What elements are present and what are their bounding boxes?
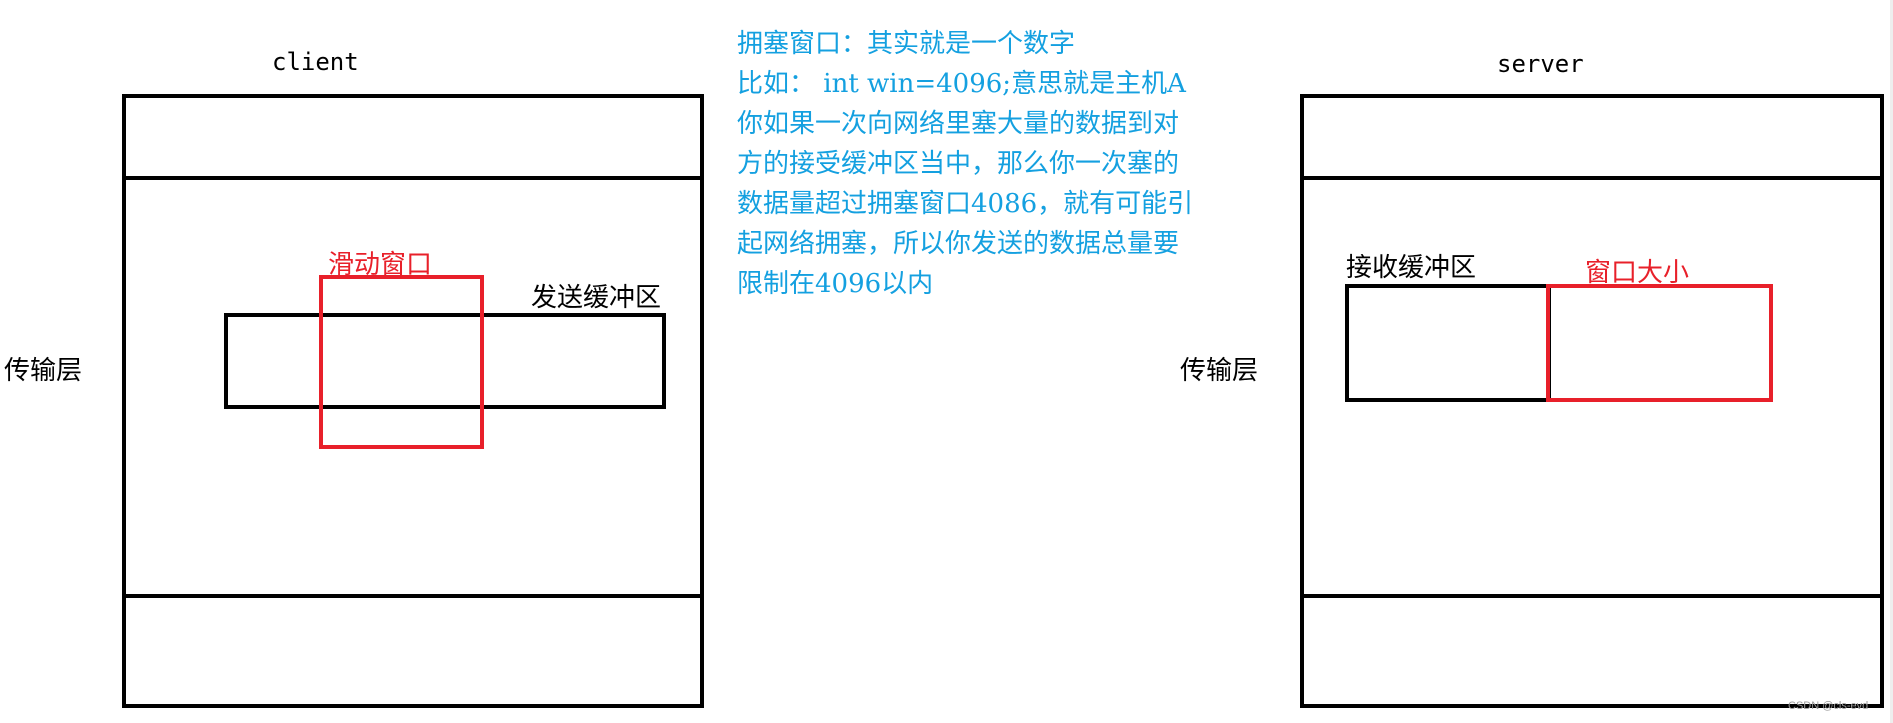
receive-buffer — [1345, 284, 1551, 402]
window-size-label: 窗口大小 — [1585, 258, 1690, 288]
congestion-window-note: 拥塞窗口：其实就是一个数字 比如： int win=4096;意思就是主机A 你… — [737, 24, 1193, 304]
right-edge — [1890, 0, 1893, 723]
note-line: 方的接受缓冲区当中，那么你一次塞的 — [737, 149, 1180, 179]
sliding-window — [319, 275, 484, 449]
server-bottom-divider — [1300, 594, 1884, 598]
note-line: 起网络拥塞，所以你发送的数据总量要 — [737, 229, 1180, 259]
client-title: client — [272, 48, 359, 76]
client-bottom-divider — [122, 594, 704, 598]
server-host-box — [1300, 94, 1884, 708]
note-line: 拥塞窗口：其实就是一个数字 — [737, 29, 1076, 59]
note-line: 你如果一次向网络里塞大量的数据到对 — [737, 109, 1180, 139]
send-buffer-label: 发送缓冲区 — [531, 283, 662, 313]
server-top-divider — [1300, 176, 1884, 180]
note-line: 限制在4096以内 — [737, 269, 934, 299]
receive-window — [1546, 284, 1773, 402]
send-buffer — [224, 313, 666, 409]
client-layer-label: 传输层 — [4, 356, 83, 386]
client-host-box — [122, 94, 704, 708]
sliding-window-label: 滑动窗口 — [328, 250, 433, 280]
note-line: 数据量超过拥塞窗口4086，就有可能引 — [737, 189, 1194, 219]
note-line: 比如： int win=4096;意思就是主机A — [737, 69, 1186, 99]
server-title: server — [1497, 50, 1584, 78]
server-layer-label: 传输层 — [1180, 356, 1259, 386]
receive-buffer-label: 接收缓冲区 — [1346, 253, 1477, 283]
client-top-divider — [122, 176, 704, 180]
watermark: CSDN @cls-evd — [1788, 700, 1869, 712]
